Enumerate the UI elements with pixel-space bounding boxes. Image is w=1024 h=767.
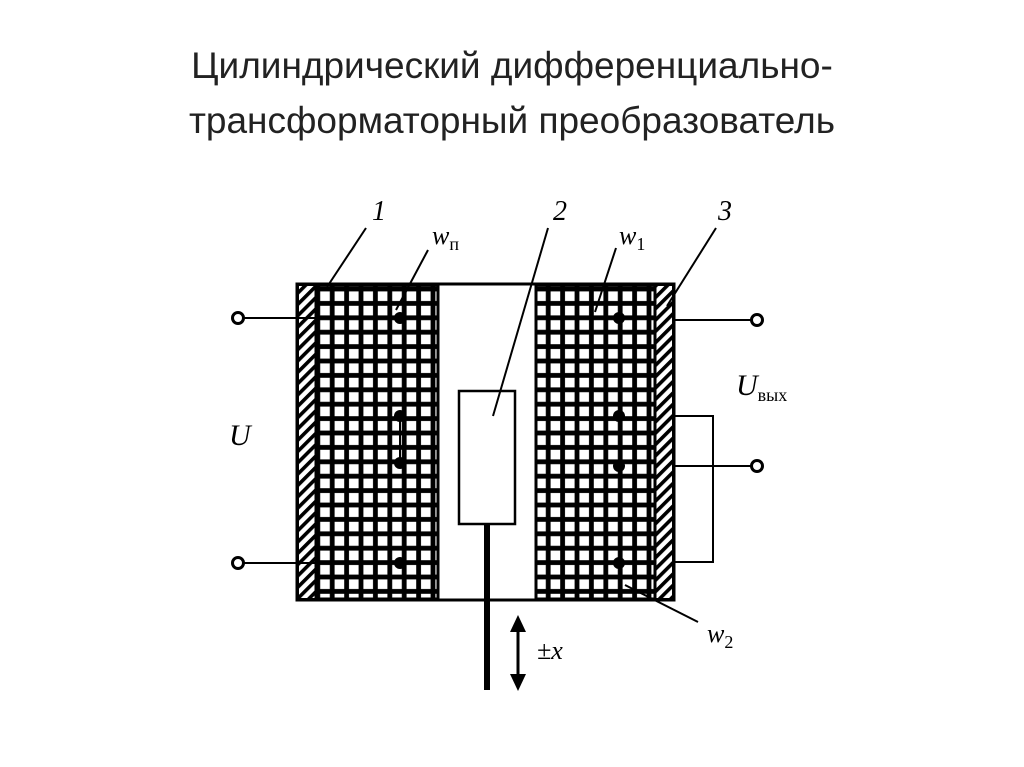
input-terminals <box>231 311 316 570</box>
movable-core <box>457 389 517 526</box>
secondary-mid-dot-upper <box>613 410 625 422</box>
secondary-bottom-dot <box>613 557 625 569</box>
label-output-voltage: Uвых <box>736 369 787 405</box>
secondary-top-dot <box>613 312 625 324</box>
label-w2: w2 <box>707 619 733 652</box>
right-housing-wall <box>654 284 674 600</box>
label-displacement: ±x <box>537 636 563 665</box>
output-terminals <box>673 313 764 563</box>
input-terminal-bottom <box>231 556 245 570</box>
label-part-3: 3 <box>717 196 732 227</box>
page-title: Цилиндрический дифференциально- трансфор… <box>0 38 1024 148</box>
input-terminal-top <box>231 311 245 325</box>
secondary-winding <box>534 283 657 601</box>
output-terminal-mid <box>750 459 764 473</box>
primary-winding <box>314 283 440 601</box>
label-input-voltage: U <box>229 419 253 452</box>
primary-bottom-dot <box>394 557 406 569</box>
leader-lines <box>326 227 717 623</box>
displacement-arrow <box>510 615 526 691</box>
label-w1: w1 <box>619 221 645 254</box>
title-line-1: Цилиндрический дифференциально- <box>191 45 833 86</box>
primary-top-dot <box>394 312 406 324</box>
label-w-main: wп <box>432 221 459 254</box>
left-housing-wall <box>297 284 317 600</box>
title-line-2: трансформаторный преобразователь <box>188 100 836 141</box>
label-part-1: 1 <box>372 196 386 227</box>
label-part-2: 2 <box>553 196 567 227</box>
output-terminal-top <box>750 313 764 327</box>
secondary-mid-dot-lower <box>613 460 625 472</box>
